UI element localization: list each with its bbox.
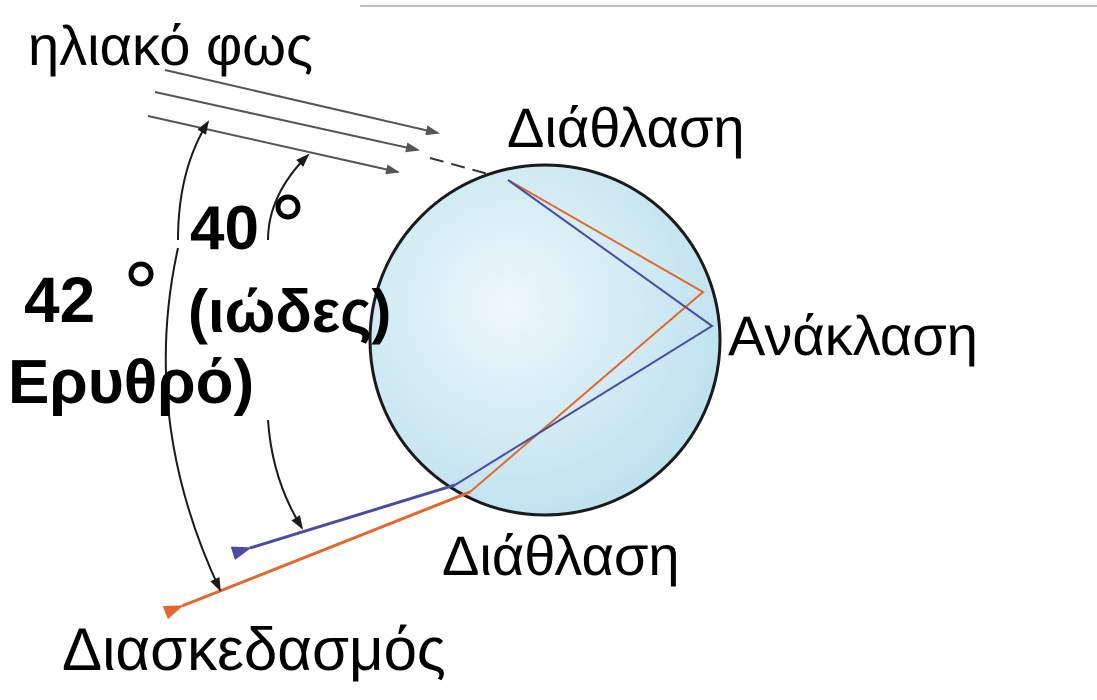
refraction-top-label: Διάθλαση bbox=[507, 96, 745, 159]
sun-ray-1 bbox=[164, 69, 440, 136]
angle-arc-violet bbox=[267, 419, 304, 530]
angle-violet-name: (ιώδες) bbox=[188, 278, 392, 345]
water-droplet bbox=[368, 163, 722, 517]
red-ray-exit bbox=[162, 490, 471, 620]
dispersion-label: Διασκεδασμός bbox=[62, 616, 446, 683]
sunlight-label: ηλιακό φως bbox=[28, 14, 314, 77]
sun-ray-3 bbox=[147, 115, 400, 175]
angle-red-name: Ερυθρό) bbox=[8, 348, 255, 417]
angle-arc-red-top bbox=[177, 120, 210, 241]
degree-symbol-40 bbox=[275, 194, 301, 220]
red-ray-internal bbox=[469, 179, 705, 493]
angle-red-value: 42 bbox=[24, 264, 96, 336]
sunlight-rays bbox=[147, 69, 511, 181]
violet-ray-internal bbox=[454, 179, 714, 486]
angle-violet-value: 40 bbox=[190, 194, 259, 263]
degree-symbol-42 bbox=[128, 261, 154, 287]
refraction-bottom-label: Διάθλαση bbox=[442, 524, 680, 587]
sun-ray-2 bbox=[154, 91, 420, 153]
angle-arc-violet-top bbox=[267, 153, 310, 241]
reflection-label: Ανάκλαση bbox=[728, 304, 978, 367]
angle-arc-red bbox=[164, 247, 221, 592]
violet-ray-exit bbox=[230, 483, 456, 560]
internal-rays bbox=[454, 179, 714, 493]
